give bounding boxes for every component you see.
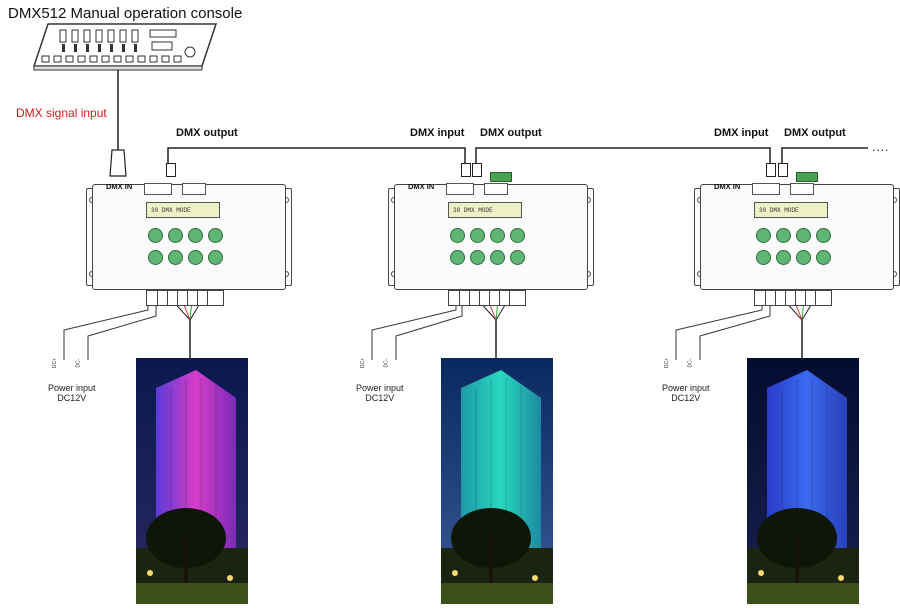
button-speed[interactable] [776,228,791,243]
button-save[interactable] [188,250,203,265]
button-setup[interactable] [208,228,223,243]
dmx-in-port [446,183,474,195]
button-mode-down[interactable] [450,250,465,265]
dmx-in-label: DMX IN [714,182,741,191]
output-terminal-block [146,290,224,306]
dmx-in-port [144,183,172,195]
lcd-display: 30 DMX MODE [448,202,522,218]
button-save[interactable] [490,250,505,265]
ctrl2-dmx-input-label: DMX input [410,127,465,139]
button-speed-down[interactable] [776,250,791,265]
button-speed[interactable] [168,228,183,243]
ctrl3-input-plug [766,163,776,177]
dmx-out-port [182,183,206,195]
button-setup[interactable] [510,228,525,243]
button-mode[interactable] [450,228,465,243]
dmx-console-icon [32,23,218,71]
button-run[interactable] [208,250,223,265]
ctrl3-dc-minus-label: DC- [687,358,694,368]
dmx-controller-2: DMX IN 30 DMX MODE [388,178,598,308]
dmx-in-label: DMX IN [408,182,435,191]
dmx-out-port [484,183,508,195]
button-speed-down[interactable] [168,250,183,265]
chain-continuation-dots: .... [872,140,890,154]
building-photo-3 [747,358,859,604]
ctrl3-dmx-output-label: DMX output [784,127,846,139]
button-speed[interactable] [470,228,485,243]
button-mode[interactable] [148,228,163,243]
lcd-display: 30 DMX MODE [146,202,220,218]
ctrl1-dmx-output-label: DMX output [176,127,238,139]
ctrl2-green-terminal [490,172,512,182]
button-save[interactable] [796,250,811,265]
lcd-display: 30 DMX MODE [754,202,828,218]
button-set[interactable] [490,228,505,243]
ctrl3-dc-plus-label: DC+ [664,357,671,369]
power-input-text: Power input [48,383,96,393]
dmx-signal-input-label: DMX signal input [16,106,107,120]
dmx-in-label: DMX IN [106,182,133,191]
ctrl1-dc-minus-label: DC- [75,358,82,368]
button-run[interactable] [510,250,525,265]
power-voltage-text: DC12V [365,393,395,403]
button-mode-down[interactable] [148,250,163,265]
ctrl3-green-terminal [796,172,818,182]
dmx-out-port [790,183,814,195]
button-setup[interactable] [816,228,831,243]
power-input-text: Power input [356,383,404,393]
power-voltage-text: DC12V [671,393,701,403]
output-terminal-block [754,290,832,306]
ctrl2-dc-minus-label: DC- [383,358,390,368]
ctrl2-dmx-output-label: DMX output [480,127,542,139]
output-terminal-block [448,290,526,306]
building-photo-2 [441,358,553,604]
button-set[interactable] [188,228,203,243]
ctrl3-power-input-label: Power input DC12V [662,383,710,403]
dmx-in-port [752,183,780,195]
ctrl1-power-input-label: Power input DC12V [48,383,96,403]
ctrl2-dc-plus-label: DC+ [360,357,367,369]
power-input-text: Power input [662,383,710,393]
ctrl3-output-plug [778,163,788,177]
dmx-controller-3: DMX IN 30 DMX MODE [694,178,900,308]
ctrl2-output-plug [472,163,482,177]
button-set[interactable] [796,228,811,243]
dmx-controller-1: DMX IN 30 DMX MODE [86,178,296,308]
diagram-title: DMX512 Manual operation console [8,5,243,22]
ctrl2-input-plug [461,163,471,177]
ctrl2-power-input-label: Power input DC12V [356,383,404,403]
power-voltage-text: DC12V [57,393,87,403]
button-mode-down[interactable] [756,250,771,265]
ctrl1-dc-plus-label: DC+ [52,357,59,369]
ctrl1-output-plug [166,163,176,177]
ctrl3-dmx-input-label: DMX input [714,127,769,139]
button-speed-down[interactable] [470,250,485,265]
button-mode[interactable] [756,228,771,243]
building-photo-1 [136,358,248,604]
button-run[interactable] [816,250,831,265]
